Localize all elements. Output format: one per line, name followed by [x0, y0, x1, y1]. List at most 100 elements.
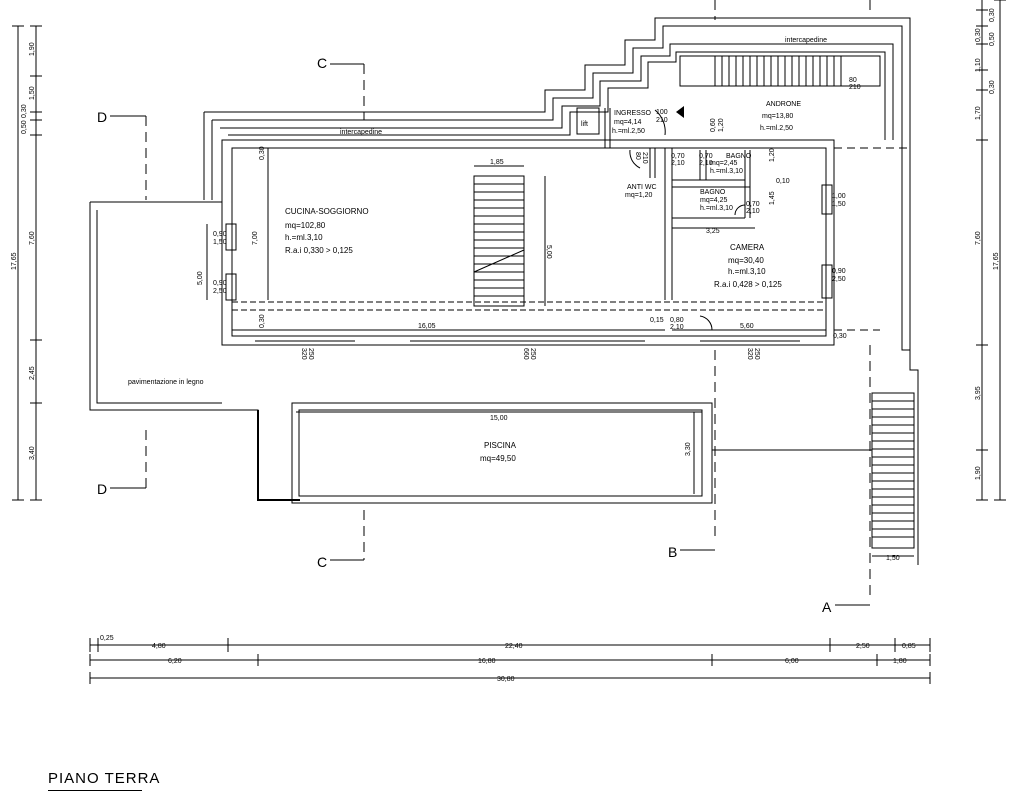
- door-antiwc-h: 2,10: [671, 160, 685, 167]
- room-cucina-height: h.=ml.3,10: [285, 233, 323, 242]
- win-l2-h: 2,50: [213, 288, 227, 295]
- door-bagno2-h: 2,10: [746, 208, 760, 215]
- dim-left-2: 0,30: [21, 104, 28, 118]
- room-bagno1-name: BAGNO: [726, 153, 752, 160]
- door-bagno1-h: 2,10: [699, 160, 713, 167]
- room-antiwc-area: mq=1,20: [625, 192, 653, 199]
- outer-wall-line-2: [211, 25, 910, 351]
- dim-left-0: 1,90: [29, 42, 36, 56]
- door-antiwc-w: 0,70: [671, 153, 685, 160]
- room-bagno1-height: h.=ml.3,10: [710, 168, 743, 175]
- room-cucina-name: CUCINA-SOGGIORNO: [285, 207, 369, 216]
- bottom-opening-1-h: 250: [307, 348, 314, 360]
- dim-120: 1,20: [769, 148, 776, 162]
- room-bagno1-area: mq=2,45: [710, 160, 738, 167]
- dim-bottom-row1: [89, 638, 931, 652]
- dim-bottom-1-3: 2,50: [856, 643, 870, 650]
- section-a: A: [822, 599, 832, 615]
- label-pavimentazione: pavimentazione in legno: [128, 379, 204, 386]
- outer-wall-line-4: [228, 51, 886, 140]
- outer-wall-line-3: [220, 43, 894, 140]
- dim-bottom-1-2: 22,40: [505, 643, 523, 650]
- room-ingresso-name: INGRESSO: [614, 110, 652, 117]
- pool-outer: [291, 402, 713, 504]
- dim-left-inner: [30, 25, 42, 501]
- lift-box: [576, 107, 600, 135]
- dim-bottom-row2: [89, 654, 931, 666]
- window-right-1: [821, 184, 833, 215]
- bottom-opening-2-h: 250: [529, 348, 536, 360]
- room-antiwc-name: ANTI WC: [627, 184, 657, 191]
- room-ingresso-area: mq=4,14: [614, 119, 642, 126]
- room-cucina-rai: R.a.i 0,330 > 0,125: [285, 246, 353, 255]
- outer-wall-line-1: [203, 17, 919, 565]
- dim-left-1: 1,50: [29, 86, 36, 100]
- dim-145: 1,45: [769, 191, 776, 205]
- dim-left-6: 3,40: [29, 446, 36, 460]
- dim-330: 3,30: [685, 442, 692, 456]
- window-left-2: [225, 273, 237, 301]
- dim-right-inner: [976, 0, 988, 501]
- top-stair-treads: [714, 56, 842, 86]
- dim-500-stair: 5,00: [545, 245, 552, 259]
- door-ingresso-h: 210: [656, 117, 668, 124]
- bottom-opening-2-w: 660: [522, 348, 529, 360]
- dim-030-top: 0,30: [259, 146, 266, 160]
- terrace-thick: [257, 410, 300, 501]
- dim-bottom-2-2: 6,00: [785, 658, 799, 665]
- dim-right-1: 0,30: [975, 28, 982, 42]
- room-bagno2-area: mq=4,25: [700, 197, 728, 204]
- dim-right-outer-text: 17,65: [993, 252, 1000, 270]
- interior-stair: [473, 175, 525, 307]
- dashed-right: [834, 147, 910, 331]
- dim-right-outer: [994, 0, 1006, 501]
- door-camera-h: 2,10: [670, 324, 684, 331]
- dim-1605: 16,05: [418, 323, 436, 330]
- dim-700: 7,00: [252, 231, 259, 245]
- section-d-bottom: D: [97, 481, 107, 497]
- win-r2-h: 2,50: [832, 276, 846, 283]
- room-ingresso-height: h.=ml.2,50: [612, 128, 645, 135]
- dim-010: 0,10: [776, 178, 790, 185]
- door-wc-h: 210: [641, 152, 648, 164]
- dim-right-2: 0,50: [989, 32, 996, 46]
- label-intercapedine-mid: intercapedine: [340, 129, 382, 136]
- pool-inner: [298, 409, 703, 497]
- dim-bottom-1-0: 0,25: [100, 635, 114, 642]
- interior-stair-treads: [473, 183, 525, 297]
- room-piscina-name: PISCINA: [484, 441, 517, 450]
- title-underline: [48, 790, 142, 791]
- door-lift-h: 1,20: [718, 118, 725, 132]
- dim-030-bottom: 0,30: [259, 314, 266, 328]
- dim-right-8: 1,90: [975, 466, 982, 480]
- win-r1-h: 1,50: [832, 201, 846, 208]
- dim-bottom-1-1: 4,80: [152, 643, 166, 650]
- dim-right-4: 0,30: [989, 80, 996, 94]
- dim-left-outer: [12, 25, 24, 501]
- win-r2-w: 0,90: [832, 268, 846, 275]
- room-camera-area: mq=30,40: [728, 256, 764, 265]
- room-camera-name: CAMERA: [730, 243, 765, 252]
- dim-185: 1,85: [490, 159, 504, 166]
- dim-bottom-2-0: 6,20: [168, 658, 182, 665]
- section-c-top: C: [317, 55, 327, 71]
- dim-left-3: 0,50: [21, 120, 28, 134]
- dim-030-right: 0,30: [833, 333, 847, 340]
- dim-150-stair: 1,50: [886, 555, 900, 562]
- compass-icon: [676, 106, 684, 118]
- door-camera-w: 0,80: [670, 317, 684, 324]
- bottom-opening-3-h: 250: [753, 348, 760, 360]
- window-left-1: [225, 223, 237, 251]
- right-stair-treads: [872, 400, 914, 538]
- door-stair-h: 210: [849, 84, 861, 91]
- door-ingresso-w: 100: [656, 109, 668, 116]
- dim-bottom-1-4: 0,85: [902, 643, 916, 650]
- dim-1500: 15,00: [490, 415, 508, 422]
- door-wc-w: 80: [634, 152, 641, 160]
- dim-500-left: 5,00: [197, 271, 204, 285]
- slab-dashed: [232, 301, 826, 311]
- door-arcs: [629, 109, 746, 331]
- terrace-outline: [89, 201, 292, 501]
- section-arrows: [110, 63, 870, 606]
